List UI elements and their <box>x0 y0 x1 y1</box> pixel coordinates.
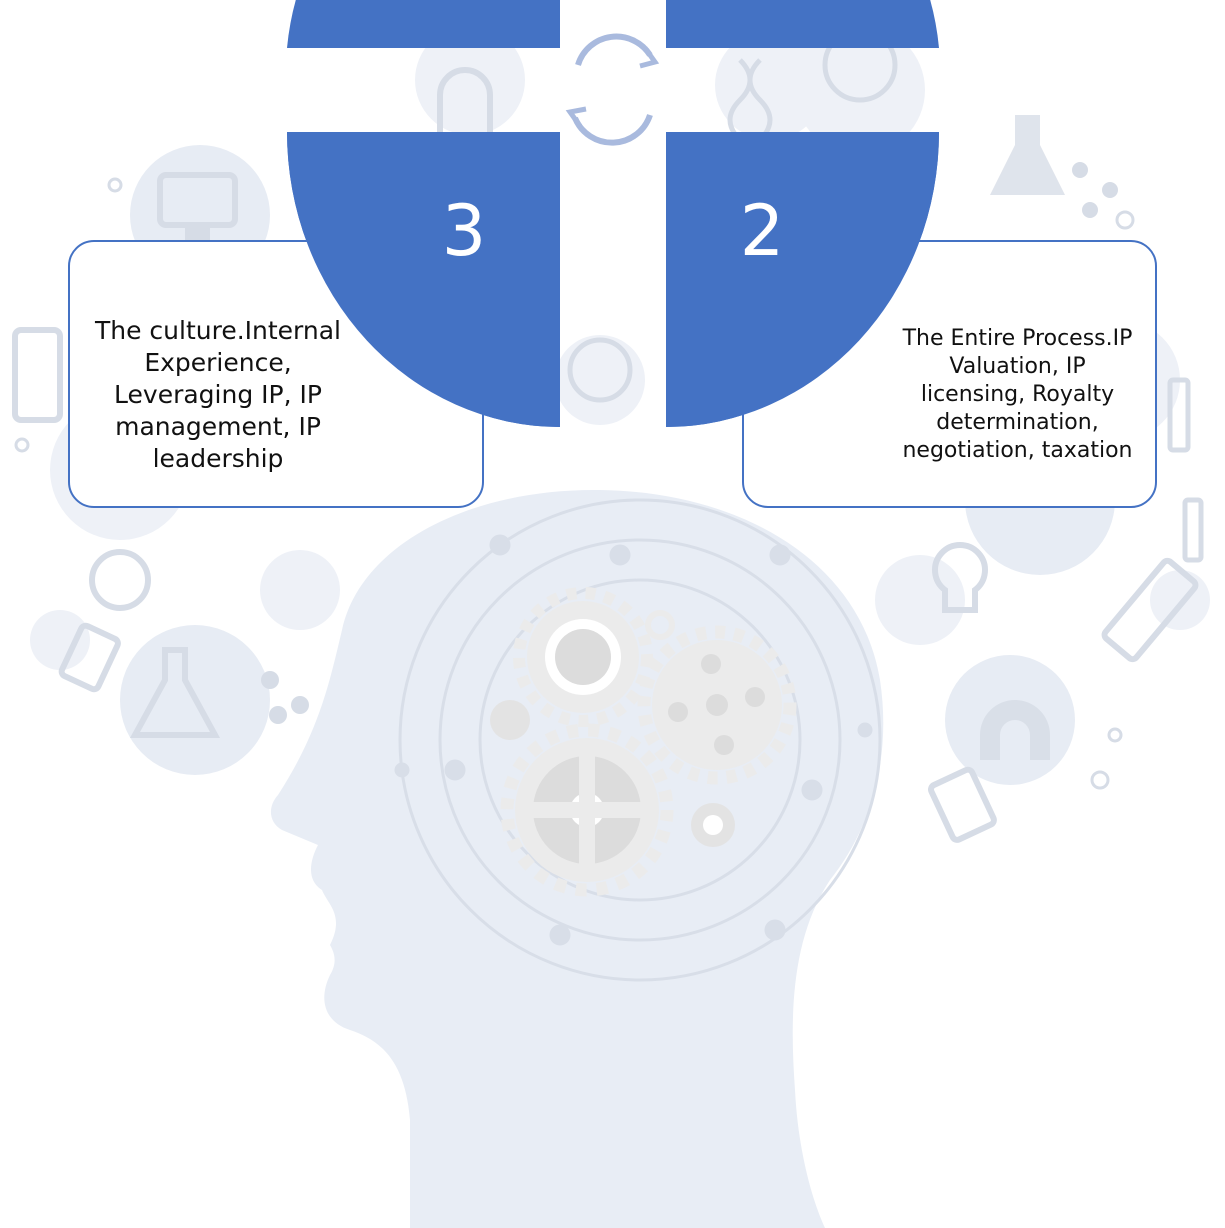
quadrant-number-3: 3 <box>441 190 487 272</box>
callout-left-text: The culture.Internal Experience, Leverag… <box>94 316 342 473</box>
cycle-arrows-icon <box>565 33 660 146</box>
quadrant-number-2: 2 <box>739 190 785 272</box>
gears-icon <box>490 587 797 897</box>
science-icons-cloud <box>12 25 1210 843</box>
callout-right-text: The Entire Process.IP Valuation, IP lice… <box>902 325 1133 464</box>
quadrant-top-right <box>666 0 939 48</box>
quadrant-top-left <box>287 0 560 48</box>
orbit-rings <box>394 498 882 982</box>
